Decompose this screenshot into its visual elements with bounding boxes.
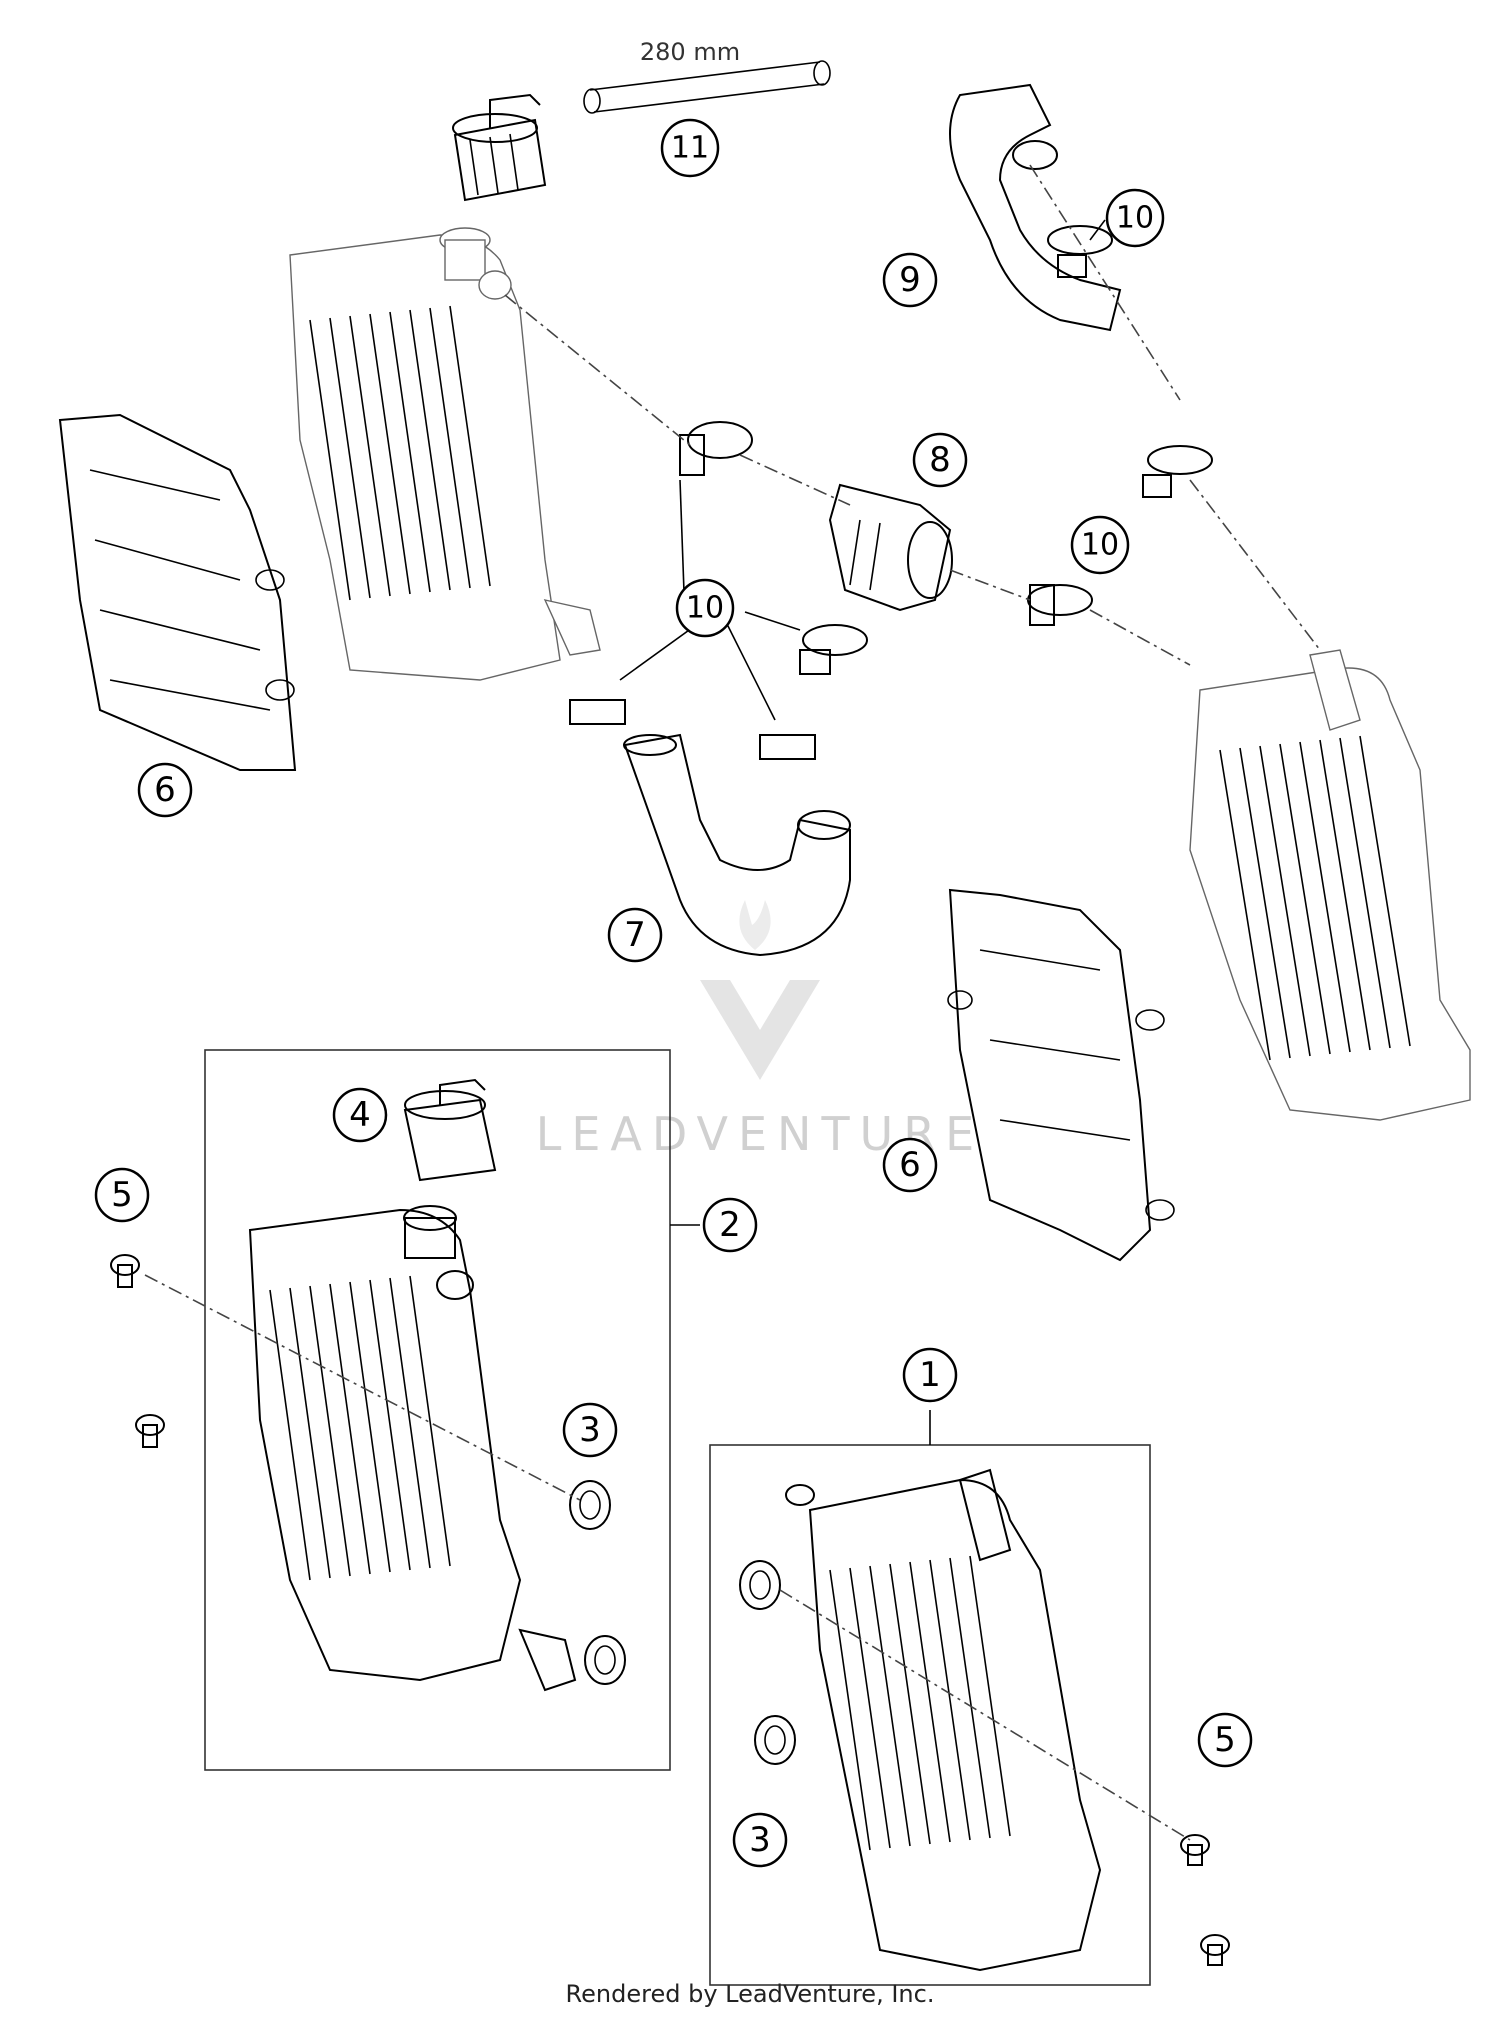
leader-lines — [619, 219, 1106, 1445]
filler-cap — [403, 1078, 497, 1182]
thermostat-housing — [828, 483, 953, 612]
callout-11: 11 — [660, 118, 720, 178]
callout-3-box2: 3 — [562, 1402, 618, 1458]
callout-5-left: 5 — [94, 1167, 150, 1223]
radiator-right — [785, 1468, 1102, 1972]
alignment-lines — [144, 164, 1321, 1841]
svg-text:7: 7 — [624, 915, 646, 955]
callout-2: 2 — [702, 1197, 758, 1253]
callout-1: 1 — [902, 1347, 958, 1403]
grommet-box2-a — [569, 1480, 611, 1530]
svg-text:10: 10 — [1081, 528, 1119, 563]
clamp-center-2 — [569, 699, 816, 760]
callout-10-right: 10 — [1070, 515, 1130, 575]
callout-10-center: 10 — [675, 578, 735, 638]
svg-text:2: 2 — [719, 1205, 741, 1245]
hose-280mm: 280 mm — [583, 38, 831, 114]
clamp-upper-right — [1047, 225, 1113, 278]
clamp-mid-left — [679, 421, 753, 476]
svg-text:3: 3 — [579, 1410, 601, 1450]
grommet-box2-b — [584, 1635, 626, 1685]
callout-10-top: 10 — [1105, 188, 1165, 248]
radiator-right-upper — [1189, 649, 1471, 1121]
svg-text:5: 5 — [1214, 1720, 1236, 1760]
callout-8: 8 — [912, 432, 968, 488]
clamp-mid-right — [1142, 445, 1213, 498]
callout-9: 9 — [882, 252, 938, 308]
clamp-center-1 — [799, 624, 868, 675]
svg-text:6: 6 — [899, 1145, 921, 1185]
bolt-left-1 — [110, 1254, 140, 1288]
callout-6-right: 6 — [882, 1137, 938, 1193]
svg-text:11: 11 — [671, 131, 709, 166]
assembly-box-2 — [204, 1049, 671, 1771]
radiator-guard-left — [58, 413, 297, 771]
bolt-left-2 — [135, 1414, 165, 1448]
hose-7 — [623, 733, 851, 957]
svg-text:10: 10 — [1116, 201, 1154, 236]
svg-text:5: 5 — [111, 1175, 133, 1215]
filler-cap-top — [452, 93, 547, 202]
callout-7: 7 — [607, 907, 663, 963]
radiator-left — [248, 1205, 577, 1692]
svg-text:4: 4 — [349, 1095, 371, 1135]
grommet-box1-a — [739, 1560, 781, 1610]
bolt-right-1 — [1180, 1834, 1210, 1866]
svg-text:3: 3 — [749, 1820, 771, 1860]
hose-9 — [949, 83, 1122, 332]
hose-length-label: 280 mm — [640, 38, 740, 66]
radiator-guard-right — [947, 888, 1175, 1262]
callout-5-right: 5 — [1197, 1712, 1253, 1768]
radiator-left-upper — [289, 227, 601, 681]
callout-3-box1: 3 — [732, 1812, 788, 1868]
grommet-box1-b — [754, 1715, 796, 1765]
svg-text:6: 6 — [154, 770, 176, 810]
svg-text:9: 9 — [899, 260, 921, 300]
assembly-box-1 — [709, 1444, 1151, 1986]
svg-text:1: 1 — [919, 1355, 941, 1395]
footer-credit: Rendered by LeadVenture, Inc. — [565, 1980, 935, 2008]
bolt-right-2 — [1200, 1934, 1230, 1966]
callout-6-left: 6 — [137, 762, 193, 818]
clamp-center-right — [1027, 584, 1093, 626]
svg-text:10: 10 — [686, 591, 724, 626]
callout-4: 4 — [332, 1087, 388, 1143]
watermark: LEADVENTURE — [536, 900, 974, 1161]
svg-text:8: 8 — [929, 440, 951, 480]
